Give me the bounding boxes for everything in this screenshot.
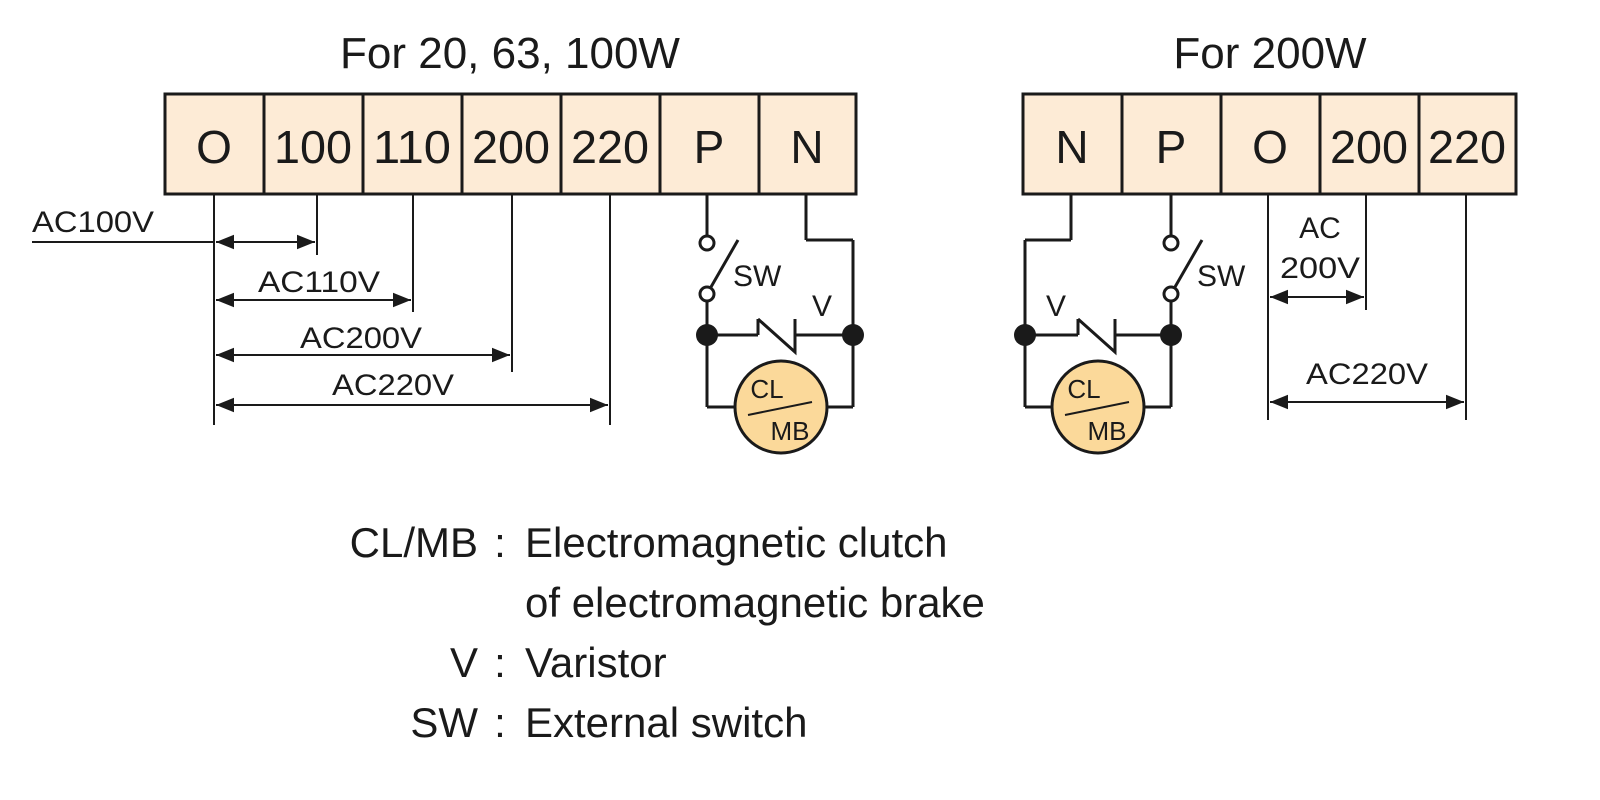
- legend-desc-cl-mb-line1: Electromagnetic clutch: [525, 519, 948, 566]
- left-motor-mb-label: MB: [771, 416, 810, 446]
- right-switch-contact-top: [1162, 234, 1180, 252]
- right-terminal-o-label: O: [1252, 121, 1288, 173]
- left-switch-label: SW: [733, 260, 782, 293]
- right-motor-cl-label: CL: [1067, 374, 1100, 404]
- right-block-title: For 200W: [1173, 29, 1367, 78]
- left-terminal-p-label: P: [694, 121, 725, 173]
- left-switch-contact-bottom: [698, 285, 716, 303]
- right-voltage-ac-label: AC: [1299, 212, 1341, 245]
- right-terminal-o: [1219, 92, 1322, 196]
- right-motor-mb-label: MB: [1088, 416, 1127, 446]
- right-terminal-220: [1417, 92, 1518, 196]
- left-terminal-100: [262, 92, 365, 196]
- right-terminal-200: [1318, 92, 1421, 196]
- legend-desc-sw: External switch: [525, 699, 807, 746]
- right-np-circuit: SW V CL MB: [1014, 194, 1246, 455]
- legend: CL/MB : Electromagnetic clutch of electr…: [350, 519, 985, 746]
- right-varistor-label: V: [1046, 290, 1066, 323]
- left-switch-arm: [709, 239, 740, 288]
- left-motor-cl-label: CL: [750, 374, 783, 404]
- left-terminal-110-label: 110: [373, 121, 451, 173]
- legend-sep-sw: :: [494, 699, 506, 746]
- left-voltage-ac110v: AC110V: [258, 266, 380, 299]
- legend-sep-cl-mb: :: [494, 519, 506, 566]
- right-switch-contact-bottom: [1162, 285, 1180, 303]
- left-terminal-p: [658, 92, 761, 196]
- right-switch-label: SW: [1197, 260, 1246, 293]
- left-terminal-o-label: O: [196, 121, 232, 173]
- left-voltage-ac200v: AC200V: [300, 322, 422, 355]
- right-varistor-symbol: [1077, 317, 1117, 356]
- right-terminal-n-label: N: [1055, 121, 1088, 173]
- left-block-title: For 20, 63, 100W: [340, 29, 680, 78]
- right-voltage-lines: AC 200V AC220V: [1267, 194, 1467, 420]
- right-junction-dot-n: [1014, 324, 1036, 346]
- left-voltage-ac220v: AC220V: [332, 369, 454, 402]
- legend-desc-cl-mb-line2: of electromagnetic brake: [525, 579, 985, 626]
- right-junction-dot-p: [1160, 324, 1182, 346]
- right-terminal-220-label: 220: [1428, 121, 1506, 173]
- legend-key-v: V: [450, 639, 478, 686]
- right-voltage-ac220v: AC220V: [1306, 358, 1428, 391]
- legend-key-sw: SW: [410, 699, 478, 746]
- left-voltage-ac100v: AC100V: [32, 206, 154, 239]
- right-terminal-strip: N P O 200 220: [1021, 92, 1518, 196]
- left-terminal-200-label: 200: [472, 121, 550, 173]
- left-junction-dot-p: [696, 324, 718, 346]
- right-wiring-block: For 200W N P O 200 220 AC 200V AC220V: [1014, 29, 1518, 455]
- left-terminal-100-label: 100: [274, 121, 352, 173]
- left-junction-dot-n: [842, 324, 864, 346]
- right-voltage-200v-label: 200V: [1280, 252, 1360, 285]
- left-varistor-label: V: [812, 290, 832, 323]
- left-wiring-block: For 20, 63, 100W O 100 110 200 220 P N: [32, 29, 864, 455]
- right-terminal-p-label: P: [1156, 121, 1187, 173]
- left-terminal-220-label: 220: [571, 121, 649, 173]
- right-terminal-200-label: 200: [1330, 121, 1408, 173]
- left-terminal-n-label: N: [790, 121, 823, 173]
- legend-desc-v: Varistor: [525, 639, 667, 686]
- left-switch-contact-top: [698, 234, 716, 252]
- left-voltage-lines: AC100V AC110V AC200V AC220V: [32, 194, 611, 425]
- left-terminal-o: [163, 92, 266, 196]
- left-pn-circuit: SW V CL MB: [696, 194, 864, 455]
- left-terminal-strip: O 100 110 200 220 P N: [163, 92, 858, 196]
- right-switch-arm: [1173, 239, 1204, 288]
- legend-sep-v: :: [494, 639, 506, 686]
- left-varistor-symbol: [757, 317, 797, 356]
- right-motor-cl-mb: [1050, 359, 1146, 455]
- left-motor-cl-mb: [733, 359, 829, 455]
- legend-key-cl-mb: CL/MB: [350, 519, 478, 566]
